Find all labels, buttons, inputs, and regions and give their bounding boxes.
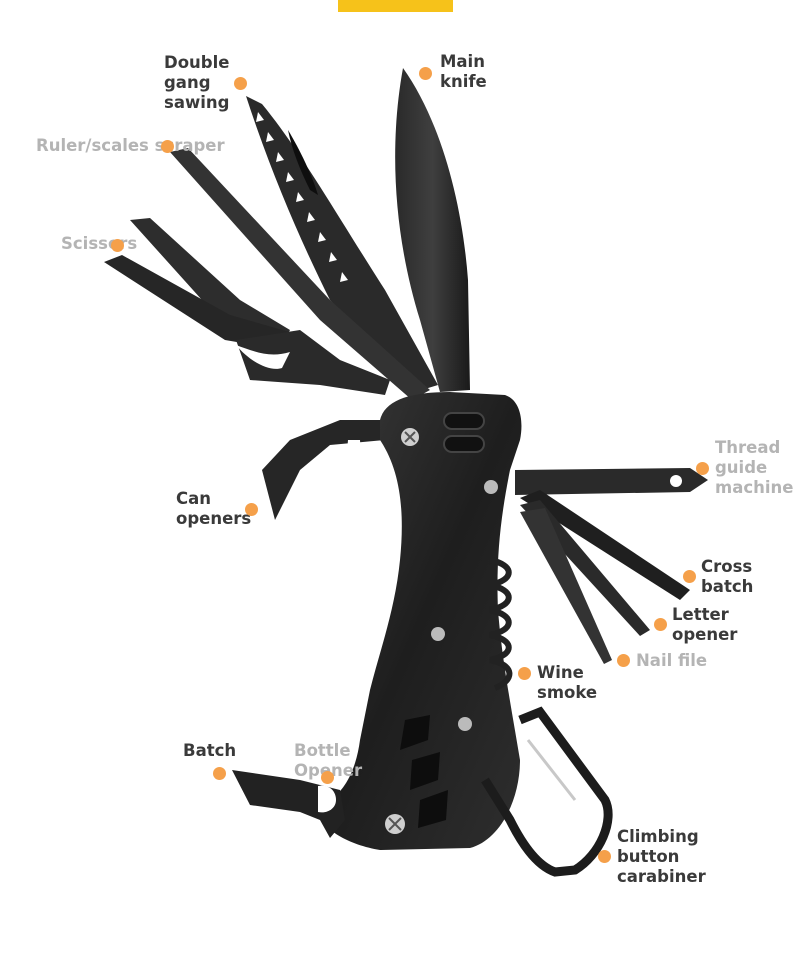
label-double-gang-sawing: Double gang sawing [164,53,230,112]
scissors [130,218,290,350]
label-thread-guide: Thread guide machine [715,438,794,497]
label-ruler-scraper: Ruler/scales scraper [36,136,225,155]
corkscrew [489,557,513,691]
callout-dot [696,462,709,475]
label-wine-smoke: Wine smoke [537,663,598,702]
label-batch: Batch [183,741,237,760]
label-nail-file: Nail file [636,651,708,670]
label-letter-opener: Letter opener [672,605,738,644]
bottle-opener-hook [232,770,345,838]
can-opener [262,420,385,520]
callout-dot [617,654,630,667]
carabiner [481,706,613,877]
label-scissors: Scissors [61,234,138,253]
label-cross-batch: Cross batch [701,557,754,596]
label-bottle-opener: Bottle Opener [294,741,362,780]
callout-dot [111,239,124,252]
cross-batch [520,490,690,600]
nail-file [520,508,612,664]
saw-blade [246,96,438,392]
callout-dot [419,67,432,80]
callout-dot [161,140,174,153]
thread-guide [515,468,708,495]
callout-dot [234,77,247,90]
label-carabiner: Climbing button carabiner [617,827,706,886]
callout-dot [683,570,696,583]
callout-dot [321,771,334,784]
callout-dot [654,618,667,631]
ruler-blade [170,148,430,400]
callout-dot [598,850,611,863]
label-can-openers: Can openers [176,489,252,528]
callout-dot [245,503,258,516]
saw-teeth [256,112,348,282]
main-knife-blade [395,68,470,392]
tool-handle [320,392,522,850]
callout-dot [518,667,531,680]
callout-dot [213,767,226,780]
accent-bar [338,0,453,12]
label-main-knife: Main knife [440,52,487,91]
